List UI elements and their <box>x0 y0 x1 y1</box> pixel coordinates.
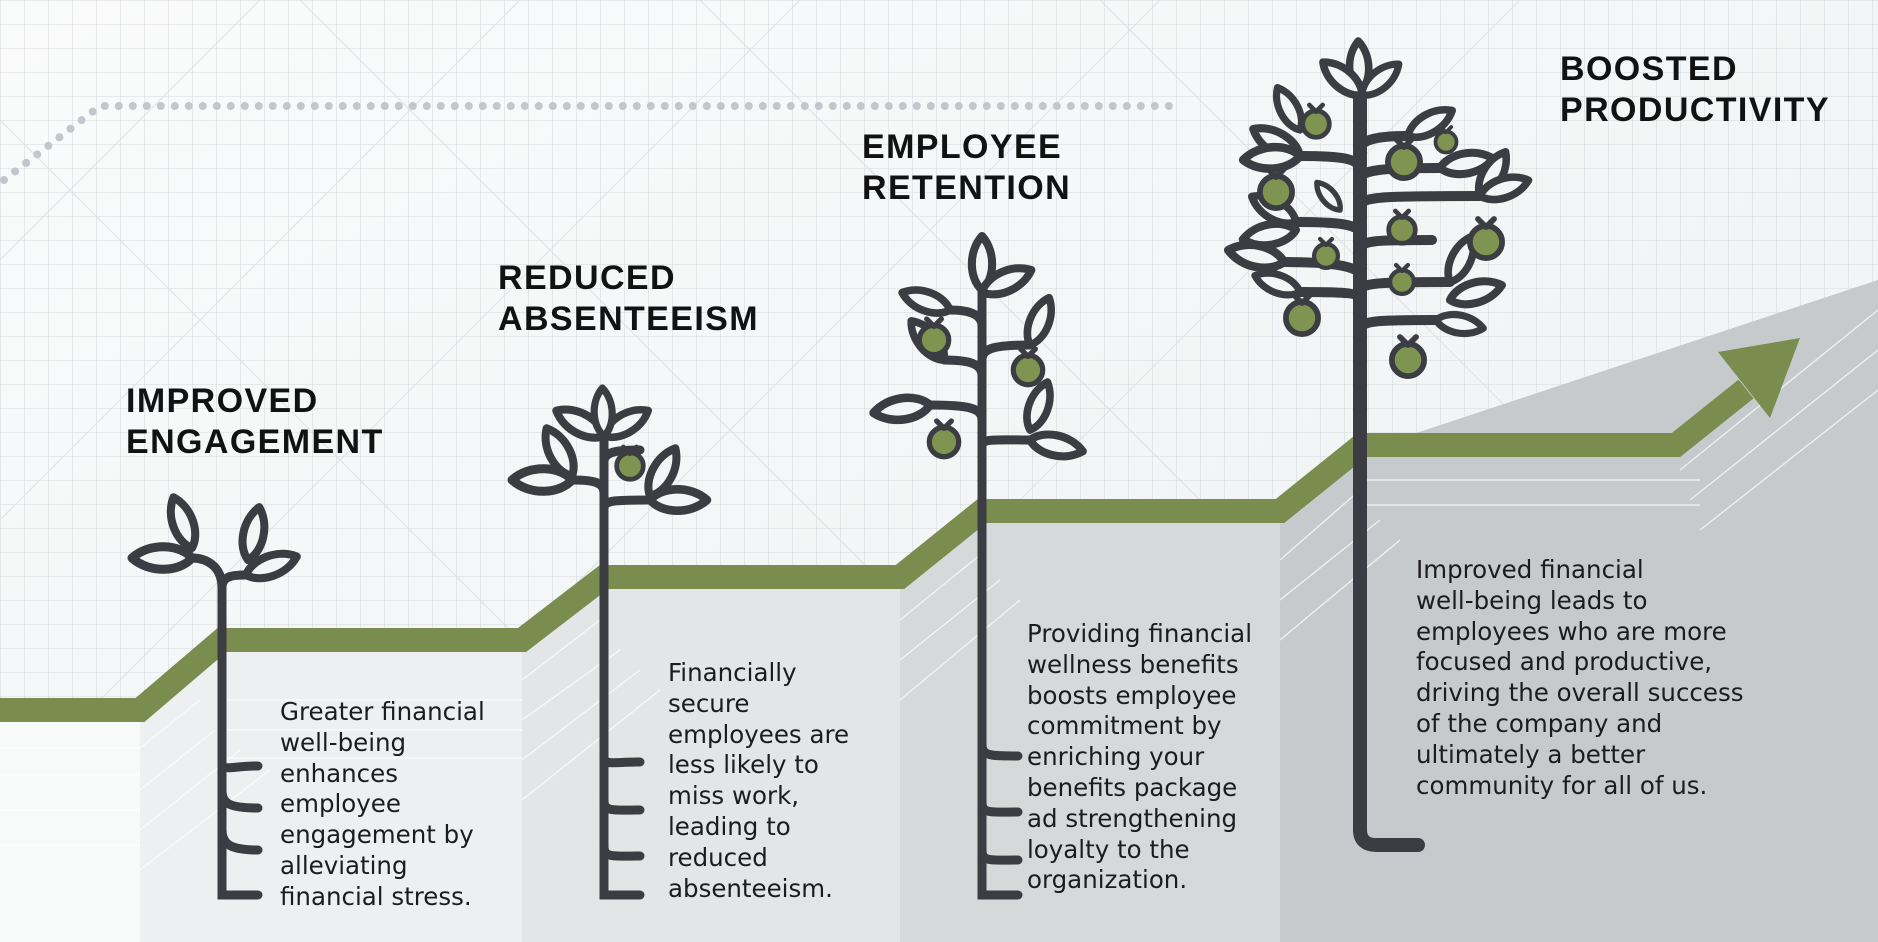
description-line: leading to <box>668 811 791 841</box>
description-line: loyalty to the <box>1027 834 1190 864</box>
growth-arrow-head <box>1718 338 1800 418</box>
description-line: less likely to <box>668 750 819 780</box>
description-line: Providing financial <box>1027 619 1252 648</box>
description-line: wellness benefits <box>1027 649 1239 679</box>
growth-stair-line <box>0 379 1754 722</box>
step-4-title-line: BOOSTED <box>1560 50 1738 88</box>
step-2-title: REDUCED ABSENTEEISM <box>498 258 759 340</box>
step-1-panel <box>140 646 522 942</box>
step-4-title-line: PRODUCTIVITY <box>1560 91 1830 129</box>
growing-tree-icon <box>872 236 1085 900</box>
description-line: employees are <box>668 719 850 749</box>
dotted-trend-line <box>0 102 1184 184</box>
step-3-title-line: RETENTION <box>862 169 1072 207</box>
description-line: absenteeism. <box>668 873 833 903</box>
description-line: focused and productive, <box>1416 647 1713 677</box>
step-1-title: IMPROVED ENGAGEMENT <box>126 381 384 463</box>
step-1-title-line: ENGAGEMENT <box>126 423 384 461</box>
description-line: secure <box>668 688 750 718</box>
mature-fruit-tree-icon <box>1226 41 1531 852</box>
description-line: well-being leads to <box>1416 585 1648 615</box>
description-line: enhances <box>280 758 398 788</box>
description-line: organization. <box>1027 865 1188 895</box>
description-line: ad strengthening <box>1027 803 1238 833</box>
description-line: miss work, <box>668 781 800 811</box>
description-line: Greater financial <box>280 697 485 726</box>
description-line: alleviating <box>280 850 408 880</box>
step-ground <box>0 716 140 942</box>
step-1-title-line: IMPROVED <box>126 382 319 420</box>
description-line: of the company and <box>1416 708 1663 738</box>
description-line: boosts employee <box>1027 680 1237 710</box>
description-line: community for all of us. <box>1416 770 1708 800</box>
description-line: employees who are more <box>1416 616 1727 646</box>
sprout-plant-icon <box>132 494 300 900</box>
description-line: benefits package <box>1027 772 1238 802</box>
step-3-title: EMPLOYEE RETENTION <box>862 127 1071 209</box>
description-line: well-being <box>280 727 407 757</box>
step-4-description: Improved financial well-being leads to e… <box>1416 555 1743 801</box>
description-line: ultimately a better <box>1416 739 1646 769</box>
description-line: reduced <box>668 842 768 872</box>
step-2-title-line: REDUCED <box>498 259 676 297</box>
description-line: employee <box>280 789 401 819</box>
description-line: commitment by <box>1027 711 1222 741</box>
step-1-description: Greater financial well-being enhances em… <box>280 697 485 913</box>
staircase-steps <box>0 280 1878 942</box>
step-2-description: Financially secure employees are less li… <box>668 658 849 904</box>
step-3-title-line: EMPLOYEE <box>862 128 1063 166</box>
description-line: enriching your <box>1027 742 1205 772</box>
description-line: engagement by <box>280 820 474 850</box>
step-3-description: Providing financial wellness benefits bo… <box>1027 619 1252 896</box>
step-4-title: BOOSTED PRODUCTIVITY <box>1560 49 1830 131</box>
young-tree-icon <box>512 388 707 900</box>
step-3-panel <box>900 517 1280 942</box>
description-line: financial stress. <box>280 881 472 911</box>
description-line: Financially <box>668 658 797 687</box>
description-line: Improved financial <box>1416 555 1644 584</box>
description-line: driving the overall success <box>1416 678 1744 708</box>
step-2-title-line: ABSENTEEISM <box>498 300 759 338</box>
